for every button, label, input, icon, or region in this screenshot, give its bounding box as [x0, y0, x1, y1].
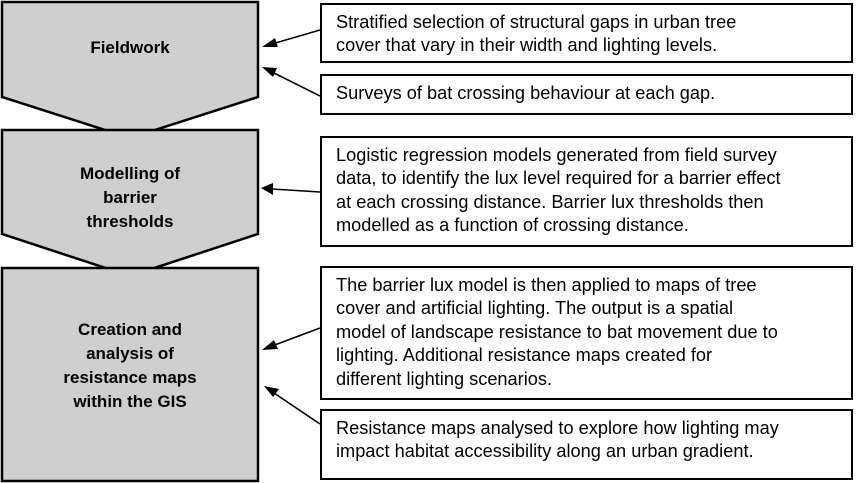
description-box-resistance-analysis: Resistance maps analysed to explore how …	[320, 409, 853, 480]
arrow-box1-to-fieldwork	[262, 29, 321, 47]
stage-label-fieldwork: Fieldwork	[90, 38, 170, 57]
description-box-gap-selection: Stratified selection of structural gaps …	[320, 3, 853, 63]
arrow-box5-to-resistance	[264, 386, 321, 425]
description-box-barrier-model: The barrier lux model is then applied to…	[320, 266, 853, 400]
description-text: Resistance maps analysed to explore how …	[336, 418, 779, 462]
stage-chevron-fieldwork	[0, 0, 260, 140]
description-text: Stratified selection of structural gaps …	[336, 12, 737, 56]
description-box-regression-models: Logistic regression models generated fro…	[320, 136, 853, 247]
arrow-box3-to-modelling	[261, 183, 321, 195]
description-box-bat-surveys: Surveys of bat crossing behaviour at eac…	[320, 74, 853, 115]
description-text: Logistic regression models generated fro…	[336, 145, 781, 236]
stage-chevron-modelling	[0, 128, 260, 278]
arrow-box2-to-fieldwork	[262, 67, 321, 97]
description-text: Surveys of bat crossing behaviour at eac…	[336, 83, 716, 103]
stage-chevron-resistance	[0, 266, 260, 483]
description-text: The barrier lux model is then applied to…	[336, 275, 778, 389]
arrow-box4-to-resistance	[262, 327, 321, 350]
stage-label-resistance: Creation and analysis of resistance maps…	[63, 320, 197, 411]
stage-label-modelling: Modelling of barrier thresholds	[79, 164, 181, 231]
